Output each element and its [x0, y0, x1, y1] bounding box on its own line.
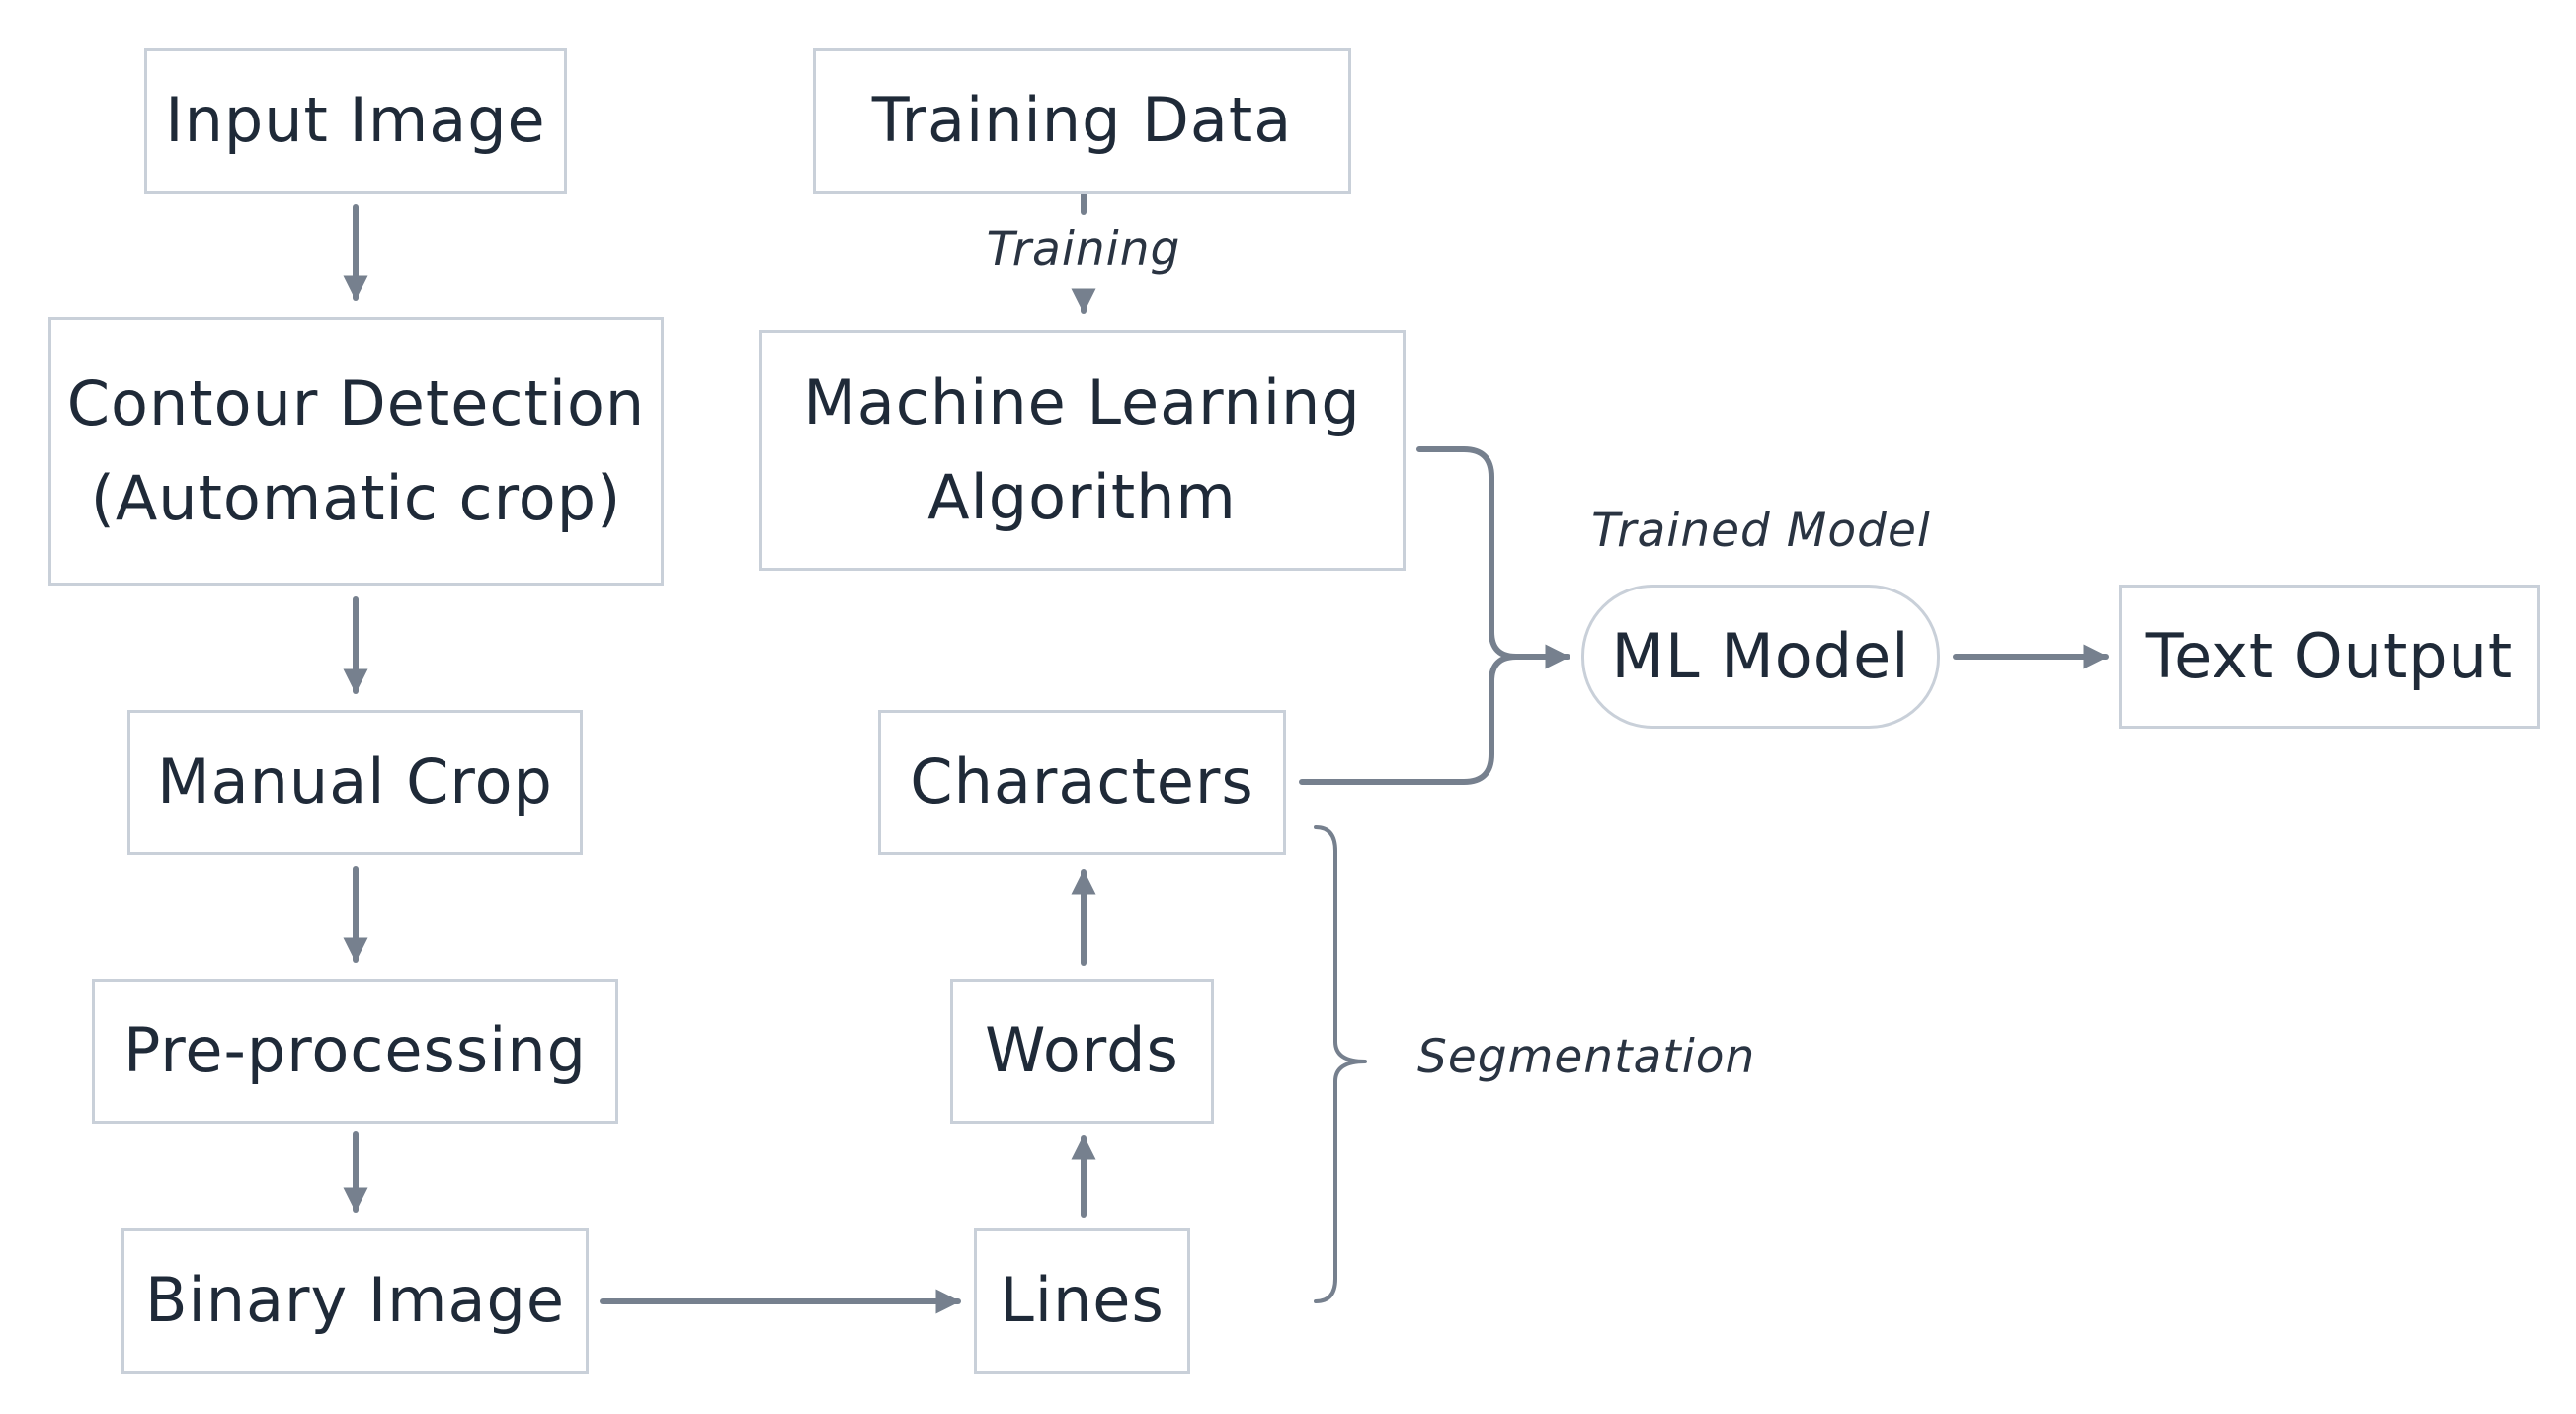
node-ml-algorithm: Machine Learning Algorithm — [759, 330, 1406, 571]
node-contour-detection: Contour Detection (Automatic crop) — [48, 317, 664, 586]
label-training: Training — [986, 222, 1181, 276]
node-pre-processing: Pre-processing — [92, 979, 618, 1124]
node-binary-image: Binary Image — [121, 1228, 589, 1374]
node-input-image: Input Image — [144, 48, 567, 194]
node-training-data: Training Data — [813, 48, 1351, 194]
segmentation-brace — [1314, 825, 1367, 1303]
node-lines: Lines — [974, 1228, 1190, 1374]
connector-characters-to-model — [1299, 654, 1519, 785]
label-trained-model: Trained Model — [1591, 504, 1931, 558]
connector-ml-algorithm-to-model — [1416, 446, 1519, 660]
node-text-output: Text Output — [2119, 585, 2540, 729]
node-characters: Characters — [878, 710, 1286, 855]
node-ml-model: ML Model — [1581, 585, 1940, 729]
label-segmentation: Segmentation — [1417, 1030, 1756, 1084]
node-words: Words — [950, 979, 1214, 1124]
node-manual-crop: Manual Crop — [127, 710, 583, 855]
